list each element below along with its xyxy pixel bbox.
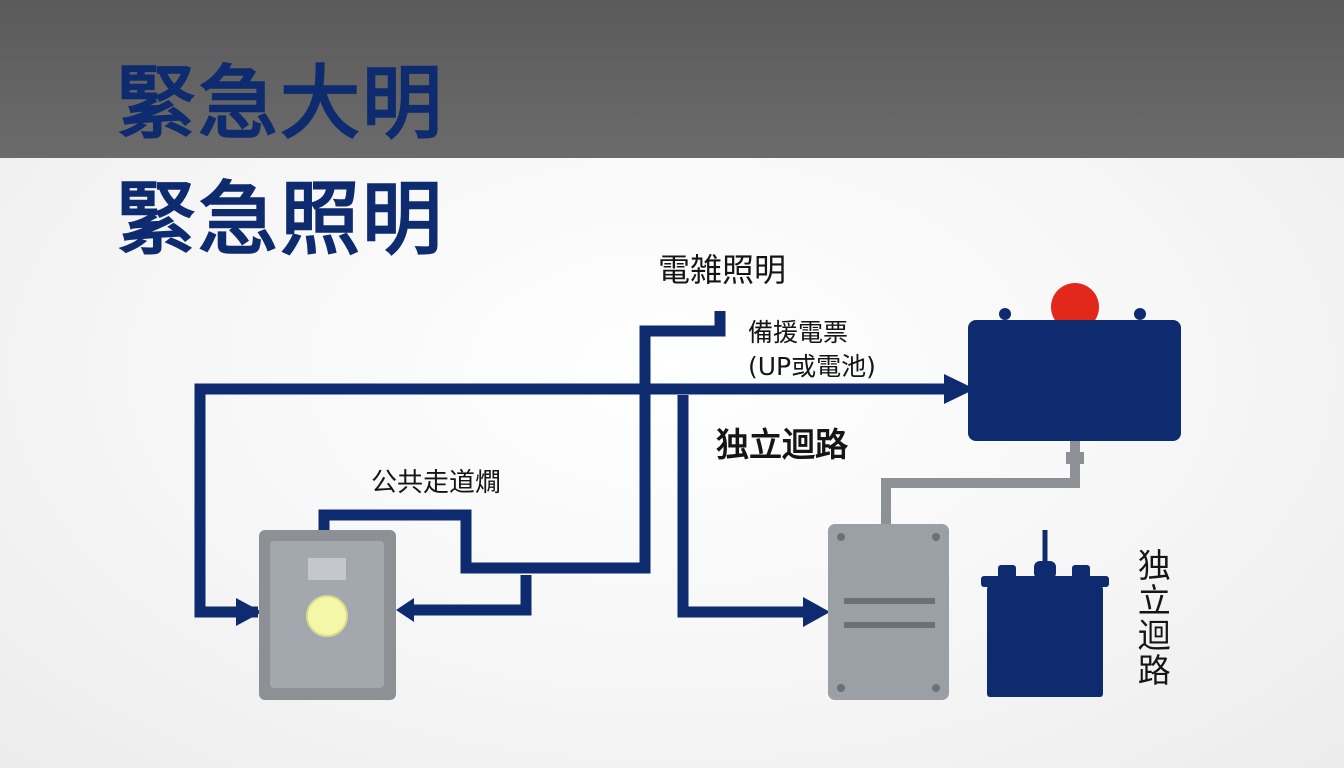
backup-power-label-line1: 備援電票 bbox=[748, 318, 849, 347]
backup-power-label-line2: (UP或電池) bbox=[748, 352, 876, 381]
page-title: 緊急大明 bbox=[116, 57, 444, 150]
wire-connector bbox=[1066, 452, 1084, 464]
main-feed-wire bbox=[194, 383, 958, 618]
backup-to-panel-wire bbox=[881, 440, 1080, 524]
independent-circuit-vertical-label: 独立迴路 bbox=[1132, 548, 1172, 688]
emergency-light-fixture-icon bbox=[259, 530, 396, 700]
backup-power-unit-icon bbox=[968, 283, 1181, 441]
independent-circuit-wire bbox=[677, 395, 812, 618]
arrow-icon bbox=[396, 598, 414, 622]
control-panel-icon bbox=[828, 524, 949, 700]
top-band bbox=[0, 0, 1344, 158]
arrow-icon bbox=[803, 597, 830, 627]
battery-icon bbox=[981, 530, 1109, 697]
corridor-light-label: 公共走道燗 bbox=[371, 468, 502, 498]
independent-circuit-label: 独立迴路 bbox=[716, 425, 848, 464]
corridor-return-wire bbox=[405, 575, 532, 616]
arrow-icon bbox=[944, 374, 975, 404]
arrow-icon bbox=[236, 598, 262, 626]
page-subtitle: 緊急照明 bbox=[116, 173, 444, 266]
backup-power-label: 備援電票 (UP或電池) bbox=[748, 316, 876, 384]
general-lighting-label: 電雑照明 bbox=[658, 251, 787, 289]
general-lighting-wire bbox=[318, 311, 726, 574]
diagram-background bbox=[0, 158, 1344, 768]
